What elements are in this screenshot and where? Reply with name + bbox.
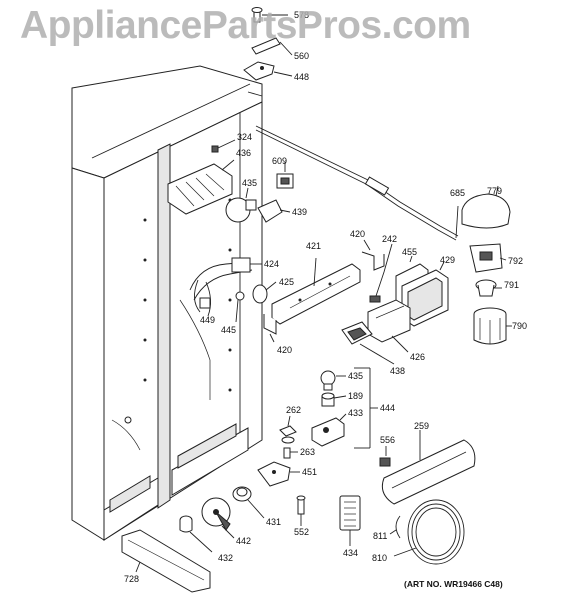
- clip-556: [379, 446, 391, 467]
- light-bulb-435b: [320, 370, 346, 391]
- part-label-433: 433: [348, 408, 364, 418]
- part-label-189: 189: [348, 391, 364, 401]
- bracket-451: [257, 461, 300, 487]
- thermostat-knob-425: [252, 281, 277, 304]
- part-label-442: 442: [236, 536, 252, 546]
- socket-189: [321, 392, 347, 407]
- part-label-792: 792: [508, 256, 524, 266]
- hinge-pin-560: [251, 37, 293, 56]
- light-switch-609: [276, 162, 294, 189]
- filter-adapter-791: [475, 279, 502, 297]
- part-label-578: 578: [294, 10, 310, 20]
- part-label-790: 790: [512, 321, 528, 331]
- part-label-432: 432: [218, 553, 234, 563]
- part-label-435-bottom: 435: [348, 371, 364, 381]
- clip-420a: [361, 239, 385, 271]
- part-label-451: 451: [302, 467, 318, 477]
- refrigerator-cabinet: [71, 65, 263, 541]
- screw-263: [283, 447, 298, 459]
- filter-housing-792: [469, 243, 507, 273]
- part-label-685: 685: [450, 188, 466, 198]
- filter-cap-779: [461, 185, 511, 229]
- part-label-426: 426: [410, 352, 426, 362]
- feeler-tube: [255, 125, 459, 241]
- clip-811: [389, 515, 401, 539]
- light-assembly-bracket-444: [354, 367, 378, 449]
- damper-control-426: [367, 299, 411, 353]
- water-line-810: [393, 499, 465, 565]
- wire-harness-424: [189, 257, 262, 301]
- part-label-444: 444: [380, 403, 396, 413]
- part-label-448: 448: [294, 72, 310, 82]
- water-filter-790: [473, 307, 512, 345]
- part-label-791: 791: [504, 280, 520, 290]
- part-label-728: 728: [124, 574, 140, 584]
- part-label-455: 455: [402, 247, 418, 257]
- cylinder-432: [179, 515, 213, 553]
- part-label-424: 424: [264, 259, 280, 269]
- part-label-429: 429: [440, 255, 456, 265]
- part-label-431: 431: [266, 517, 282, 527]
- toe-grille-728: [121, 529, 211, 593]
- knob-445: [235, 291, 245, 323]
- art-number: (ART NO. WR19466 C48): [404, 579, 503, 589]
- wire-242: [369, 243, 393, 303]
- socket-439: [257, 199, 291, 223]
- fan-blade-442: [201, 497, 235, 539]
- part-label-420-bottom: 420: [277, 345, 293, 355]
- part-label-449: 449: [200, 315, 216, 325]
- nut-262: [279, 415, 297, 444]
- part-label-609: 609: [272, 156, 288, 166]
- hinge-screw-578: [251, 7, 288, 23]
- screw-552: [296, 495, 306, 526]
- part-label-810: 810: [372, 553, 388, 563]
- clip-420b: [263, 314, 277, 343]
- control-bracket-421: [271, 257, 361, 325]
- cover-259: [381, 430, 476, 505]
- wire-harness-449: [194, 279, 211, 317]
- part-label-421: 421: [306, 241, 322, 251]
- part-label-420-top: 420: [350, 229, 366, 239]
- housing-433: [311, 413, 347, 447]
- part-label-436: 436: [236, 148, 252, 158]
- grille-434: [339, 495, 361, 546]
- part-label-552: 552: [294, 527, 310, 537]
- rocker-switch-438: [341, 321, 395, 365]
- screw-324: [211, 139, 236, 153]
- part-label-556: 556: [380, 435, 396, 445]
- part-label-779: 779: [487, 186, 503, 196]
- part-label-242: 242: [382, 234, 398, 244]
- fan-motor-431: [232, 486, 265, 519]
- part-label-811: 811: [373, 531, 388, 541]
- light-shield-436: [167, 159, 235, 215]
- part-label-259: 259: [414, 421, 430, 431]
- part-label-263: 263: [300, 447, 316, 457]
- part-label-439: 439: [292, 207, 308, 217]
- part-label-262: 262: [286, 405, 302, 415]
- hinge-bracket-448: [243, 61, 293, 81]
- light-bulb-435a: [225, 187, 257, 223]
- watermark-logo: AppliancePartsPros.com: [20, 4, 471, 47]
- part-label-438: 438: [390, 366, 406, 376]
- part-label-324: 324: [237, 132, 253, 142]
- part-label-434: 434: [343, 548, 359, 558]
- part-label-425: 425: [279, 277, 295, 287]
- part-label-445: 445: [221, 325, 237, 335]
- part-label-435-top: 435: [242, 178, 258, 188]
- part-label-560: 560: [294, 51, 310, 61]
